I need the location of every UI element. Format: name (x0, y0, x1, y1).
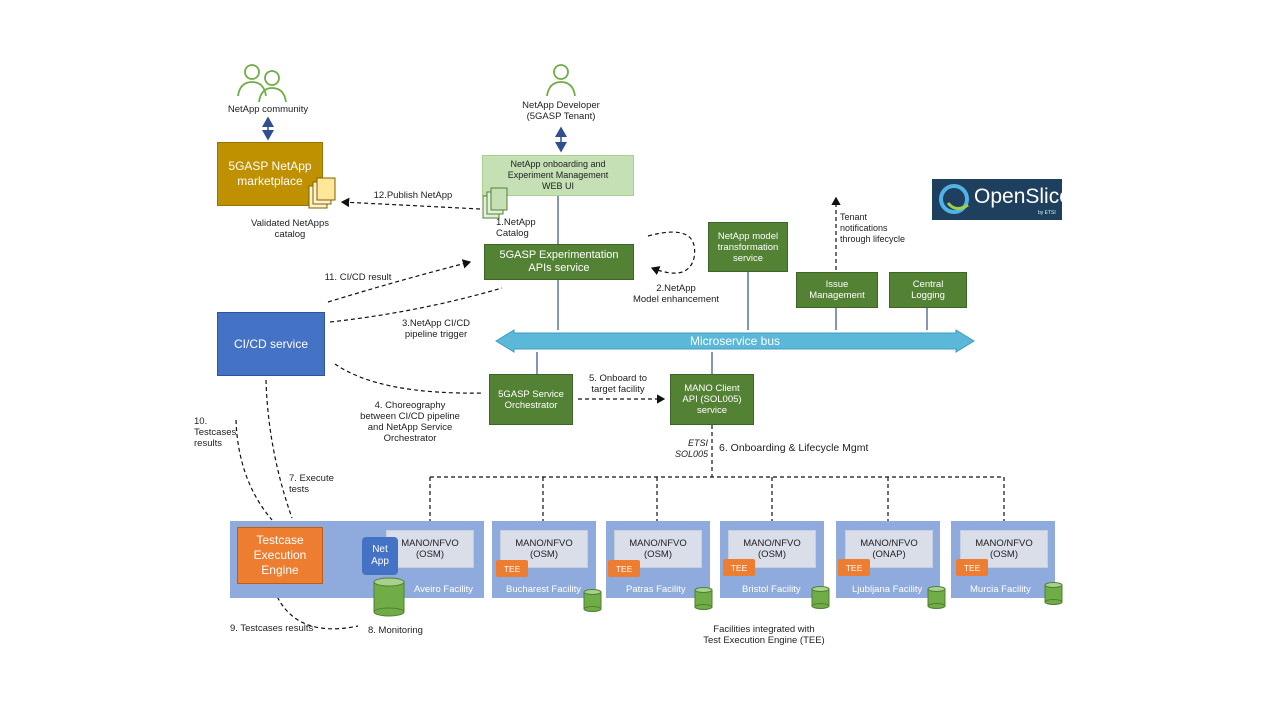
tenant-notif-label: Tenant notifications through lifecycle (840, 212, 906, 244)
step4-label: 4. Choreography between CI/CD pipeline a… (360, 400, 460, 444)
openslice-name: OpenSlice (974, 185, 1071, 208)
apis-box: 5GASP Experimentation APIs service (484, 244, 634, 280)
step1-label: 1.NetApp Catalog (496, 217, 536, 239)
tee-murcia: TEE (956, 559, 988, 576)
marketplace-box: 5GASP NetApp marketplace (217, 142, 323, 206)
facility-name-bristol: Bristol Facility (742, 584, 801, 595)
developer-label: NetApp Developer (5GASP Tenant) (522, 100, 600, 122)
orchestrator-box: 5GASP Service Orchestrator (489, 374, 573, 425)
facility-name-ljubljana: Ljubljana Facility (852, 584, 923, 595)
database-icon-aveiro (373, 577, 405, 617)
database-icon-bristol (811, 586, 830, 609)
step11-label: 11. CI/CD result (324, 272, 392, 283)
catalog-label: Validated NetApps catalog (251, 218, 329, 240)
facility-name-patras: Patras Facility (626, 584, 686, 595)
step9-label: 9. Testcases results (230, 623, 314, 634)
facility-name-bucharest: Bucharest Facility (506, 584, 581, 595)
step2-label: 2.NetApp Model enhancement (632, 283, 720, 305)
step8-label: 8. Monitoring (368, 625, 423, 636)
community-label: NetApp community (227, 104, 309, 115)
openslice-logo: OpenSlice by ETSI (932, 179, 1071, 220)
facility-name-aveiro: Aveiro Facility (414, 584, 473, 595)
step10-label: 10. Testcases results (194, 416, 237, 449)
openslice-sub: by ETSI (1038, 210, 1056, 216)
step6-label: 6. Onboarding & Lifecycle Mgmt (719, 442, 869, 454)
openslice-mark-icon (939, 184, 969, 214)
mano-client-box: MANO Client API (SOL005) service (670, 374, 754, 425)
etsi-label: ETSI SOL005 (674, 438, 708, 459)
bus-label: Microservice bus (689, 334, 781, 348)
cicd-box: CI/CD service (217, 312, 325, 376)
mano-bucharest: MANO/NFVO (OSM) (500, 530, 588, 568)
database-icon-ljubljana (927, 586, 946, 609)
mano-aveiro: MANO/NFVO (OSM) (386, 530, 474, 568)
transform-box: NetApp model transformation service (708, 222, 788, 272)
issue-box: Issue Management (796, 272, 878, 308)
logging-box: Central Logging (889, 272, 967, 308)
step5-label: 5. Onboard to target facility (588, 373, 648, 395)
tee-ljubljana: TEE (838, 559, 870, 576)
engine-box: Testcase Execution Engine (237, 527, 323, 584)
facility-name-murcia: Murcia Facility (970, 584, 1031, 595)
netapp-box: Net App (362, 537, 398, 575)
step7-label: 7. Execute tests (289, 473, 334, 495)
step12-label: 12.Publish NetApp (373, 190, 453, 201)
tee-patras: TEE (608, 560, 640, 577)
database-icon-patras (694, 587, 713, 610)
database-icon-murcia (1044, 582, 1063, 605)
step3-label: 3.NetApp CI/CD pipeline trigger (401, 318, 471, 340)
tee-bucharest: TEE (496, 560, 528, 577)
facilities-note: Facilities integrated with Test Executio… (703, 624, 825, 646)
tee-bristol: TEE (723, 559, 755, 576)
database-icon-bucharest (583, 589, 602, 612)
